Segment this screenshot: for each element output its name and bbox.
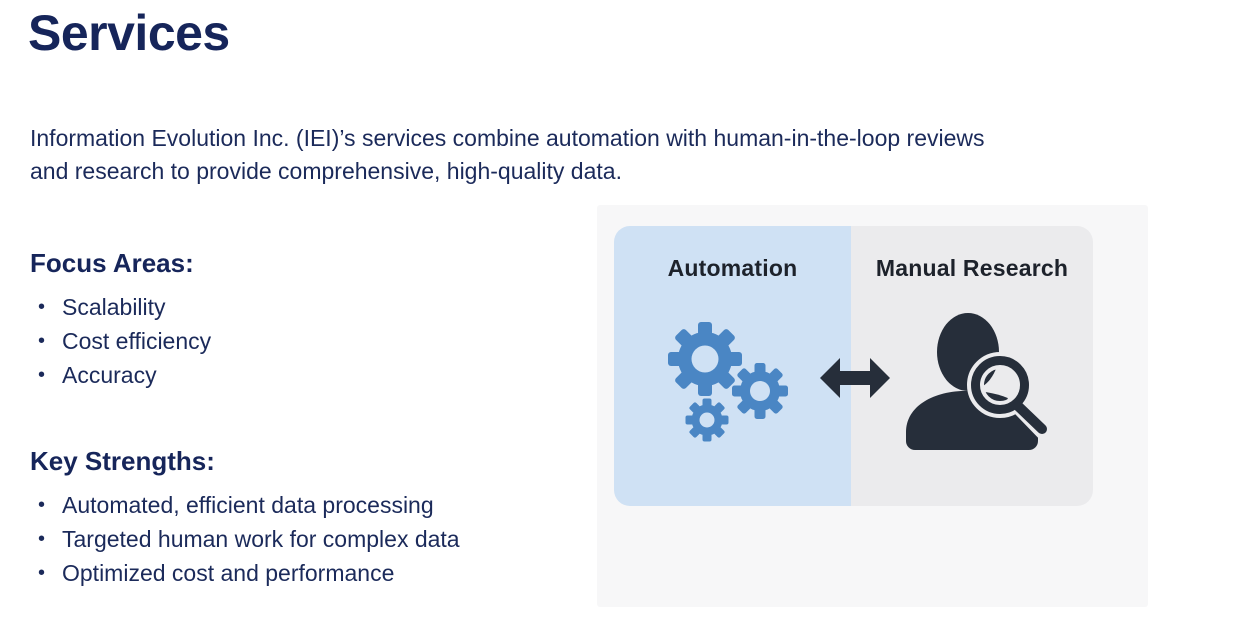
intro-line-1: Information Evolution Inc. (IEI)’s servi… xyxy=(30,125,985,151)
focus-areas-heading: Focus Areas: xyxy=(30,248,194,278)
gears-icon xyxy=(668,322,788,442)
key-strengths-heading: Key Strengths: xyxy=(30,446,215,476)
list-item: Cost efficiency xyxy=(30,324,211,358)
automation-label: Automation xyxy=(667,255,798,281)
manual-research-panel: Manual Research xyxy=(851,226,1093,506)
list-item: Automated, efficient data processing xyxy=(30,488,460,522)
list-item: Scalability xyxy=(30,290,211,324)
diagram-graphic xyxy=(668,313,1054,450)
key-strengths-section: Key Strengths: Automated, efficient data… xyxy=(30,446,460,590)
person-magnifier-icon xyxy=(906,313,1054,450)
page-title: Services xyxy=(28,5,230,61)
focus-areas-section: Focus Areas: Scalability Cost efficiency… xyxy=(30,248,211,392)
intro-paragraph: Information Evolution Inc. (IEI)’s servi… xyxy=(30,122,985,188)
list-item: Accuracy xyxy=(30,358,211,392)
focus-areas-list: Scalability Cost efficiency Accuracy xyxy=(30,290,211,392)
key-strengths-list: Automated, efficient data processing Tar… xyxy=(30,488,460,590)
automation-panel: Automation xyxy=(614,226,851,506)
manual-research-label: Manual Research xyxy=(875,255,1069,281)
list-item: Targeted human work for complex data xyxy=(30,522,460,556)
diagram-card: Automation Manual Research xyxy=(597,205,1148,607)
list-item: Optimized cost and performance xyxy=(30,556,460,590)
diagram-panels: Automation Manual Research xyxy=(614,226,1093,506)
double-arrow-icon xyxy=(820,358,890,398)
intro-line-2: and research to provide comprehensive, h… xyxy=(30,158,622,184)
